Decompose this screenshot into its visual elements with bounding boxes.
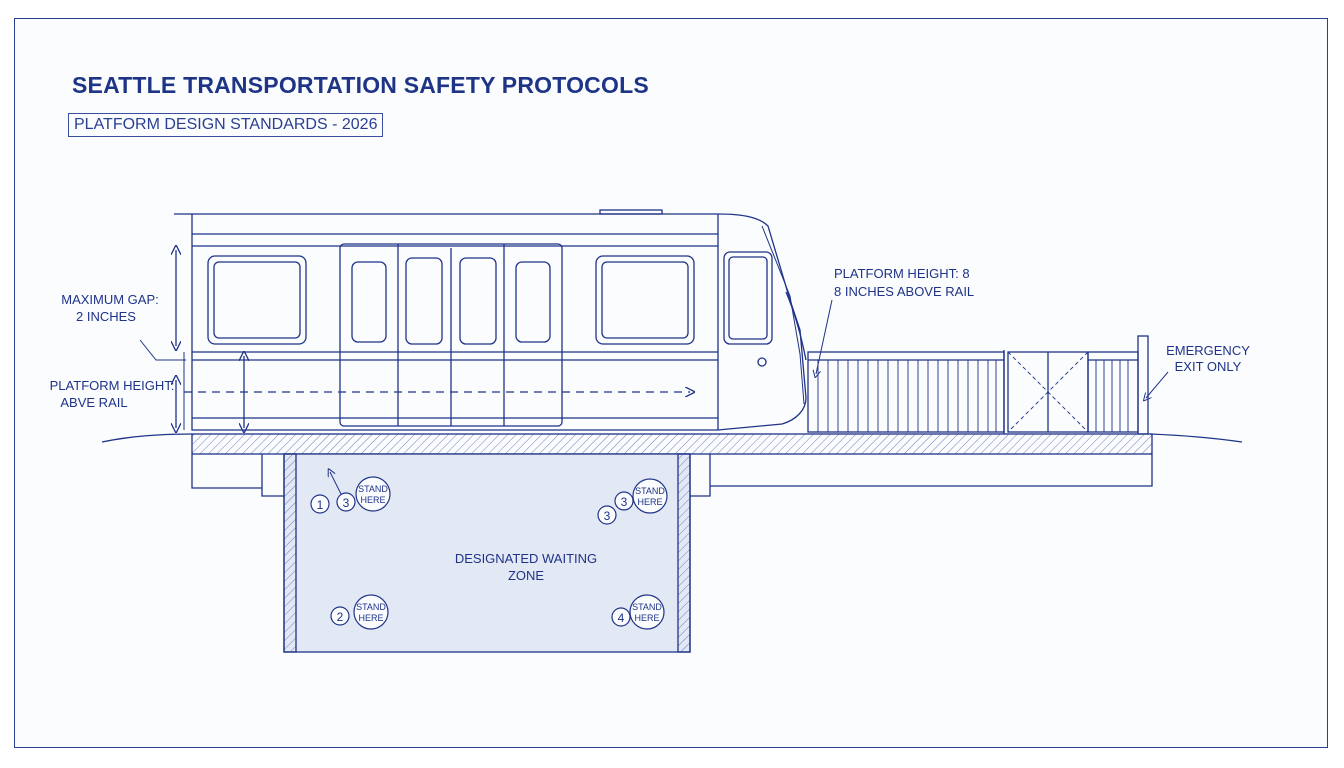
platform-height-right-label: 8 INCHES ABOVE RAIL [834, 284, 974, 299]
emergency-gate [1007, 351, 1089, 433]
max-gap-label: MAXIMUM GAP: [61, 292, 159, 307]
waiting-zone-label: DESIGNATED WAITING [455, 551, 597, 566]
stand-here-text: STAND [358, 484, 388, 494]
ground-line-left [101, 433, 193, 443]
marker-number-3 [614, 491, 634, 511]
cab-window [723, 251, 773, 345]
platform-slab [191, 433, 1153, 455]
marker-num-3a: 3 [343, 496, 350, 510]
stand-here-text: STAND [632, 602, 662, 612]
stand-here-text: STAND [635, 486, 665, 496]
stand-here-marker [355, 476, 391, 512]
emergency-exit-label: EMERGENCY [1166, 343, 1250, 358]
stand-here-text: HERE [360, 495, 385, 505]
platform-height-left-label: ABVE RAIL [60, 395, 127, 410]
marker-number-4 [611, 607, 631, 627]
marker-num-3b: 3 [604, 509, 611, 523]
platform-height-leader [816, 299, 833, 374]
marker-num-2: 2 [337, 610, 344, 624]
marker-number-1 [310, 494, 330, 514]
marker-number-3 [336, 492, 356, 512]
emergency-leader [1146, 371, 1169, 398]
waiting-zone-label: ZONE [508, 568, 544, 583]
marker-num-1: 1 [317, 498, 324, 512]
railing-balusters [817, 360, 1129, 432]
platform-height-right-label: PLATFORM HEIGHT: 8 [834, 266, 970, 281]
stand-here-marker [353, 594, 389, 630]
marker-num-3c: 3 [621, 495, 628, 509]
zone-arrow [330, 472, 343, 497]
platform-base [191, 454, 1153, 497]
stand-here-text: STAND [356, 602, 386, 612]
stand-here-marker [632, 478, 668, 514]
marker-number-3 [597, 505, 617, 525]
ground-line-right [1149, 433, 1243, 443]
stand-here-text: HERE [634, 613, 659, 623]
stand-here-text: HERE [637, 497, 662, 507]
stand-here-text: HERE [358, 613, 383, 623]
train-car [174, 209, 807, 431]
train-window [595, 255, 695, 345]
max-gap-label: 2 INCHES [76, 309, 136, 324]
safety-railing [807, 335, 1149, 435]
page-subtitle-box: PLATFORM DESIGN STANDARDS - 2026 [68, 113, 384, 137]
platform-height-left-label: PLATFORM HEIGHT: [50, 378, 175, 393]
page-title: SEATTLE TRANSPORTATION SAFETY PROTOCOLS [72, 72, 649, 98]
stand-markers [310, 476, 668, 630]
stand-here-marker [629, 594, 665, 630]
marker-number-2 [330, 606, 350, 626]
max-gap-leader [139, 339, 186, 361]
train-window [207, 255, 307, 345]
marker-num-4: 4 [618, 611, 625, 625]
headlight [757, 357, 767, 367]
emergency-exit-label: EXIT ONLY [1175, 359, 1242, 374]
